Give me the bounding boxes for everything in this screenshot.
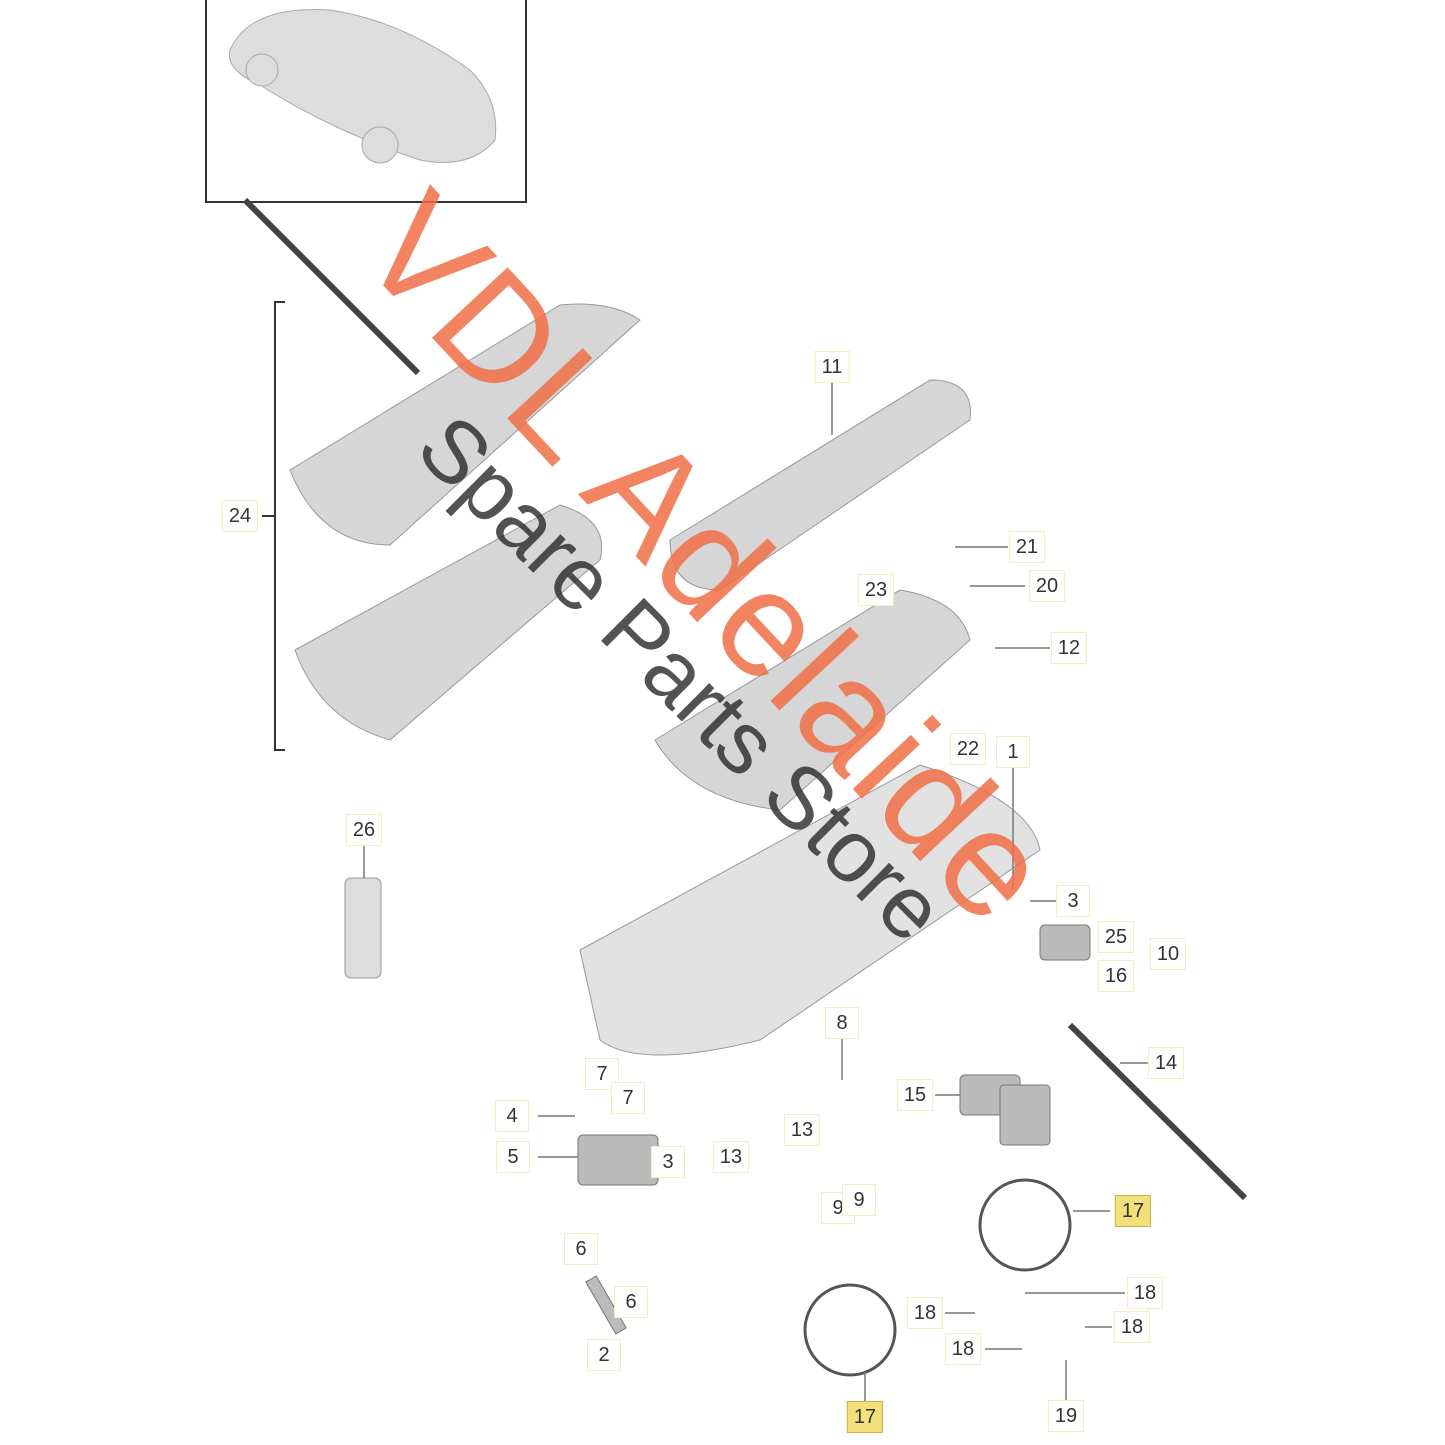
callout-label[interactable]: 6 (564, 1233, 598, 1265)
leader-lines (242, 197, 1248, 1201)
callout-label[interactable]: 8 (825, 1007, 859, 1039)
callout-label[interactable]: 12 (1050, 632, 1088, 664)
callout-label[interactable]: 4 (495, 1100, 529, 1132)
callout-label[interactable]: 13 (712, 1141, 750, 1173)
callout-label[interactable]: 26 (345, 814, 383, 846)
callout-label-highlighted[interactable]: 17 (1114, 1195, 1152, 1227)
callout-label[interactable]: 3 (651, 1146, 685, 1178)
callout-leaders (363, 382, 1148, 1402)
callout-label[interactable]: 13 (783, 1114, 821, 1146)
callout-label[interactable]: 19 (1047, 1400, 1085, 1432)
callout-label[interactable]: 25 (1097, 921, 1135, 953)
callout-label[interactable]: 9 (842, 1184, 876, 1216)
small-parts (577, 924, 1091, 1335)
callout-label[interactable]: 23 (857, 574, 895, 606)
callout-label[interactable]: 21 (1008, 531, 1046, 563)
callout-label[interactable]: 18 (906, 1297, 944, 1329)
callout-label[interactable]: 6 (614, 1286, 648, 1318)
callout-label[interactable]: 16 (1097, 960, 1135, 992)
grille-parts (289, 303, 971, 811)
callout-label[interactable]: 10 (1149, 938, 1187, 970)
callout-label[interactable]: 14 (1147, 1047, 1185, 1079)
callout-label[interactable]: 1 (996, 736, 1030, 768)
car-thumbnail-icon (228, 9, 497, 164)
callout-label[interactable]: 22 (949, 733, 987, 765)
vehicle-thumbnail-frame (205, 0, 527, 203)
callout-label[interactable]: 15 (896, 1079, 934, 1111)
callout-label[interactable]: 3 (1056, 885, 1090, 917)
callout-label[interactable]: 18 (1126, 1277, 1164, 1309)
callout-label[interactable]: 18 (944, 1333, 982, 1365)
callout-label[interactable]: 5 (496, 1141, 530, 1173)
fan-parts (803, 1178, 1072, 1377)
group-bracket (262, 301, 285, 751)
canister-part (344, 877, 382, 979)
callout-label[interactable]: 7 (611, 1082, 645, 1114)
bonnet-panel (579, 764, 1041, 1056)
callout-label[interactable]: 11 (814, 351, 850, 383)
callout-label[interactable]: 20 (1028, 570, 1066, 602)
callout-label-highlighted[interactable]: 17 (846, 1401, 884, 1433)
callout-label[interactable]: 24 (221, 500, 259, 532)
callout-label[interactable]: 2 (587, 1339, 621, 1371)
callout-label[interactable]: 18 (1113, 1311, 1151, 1343)
